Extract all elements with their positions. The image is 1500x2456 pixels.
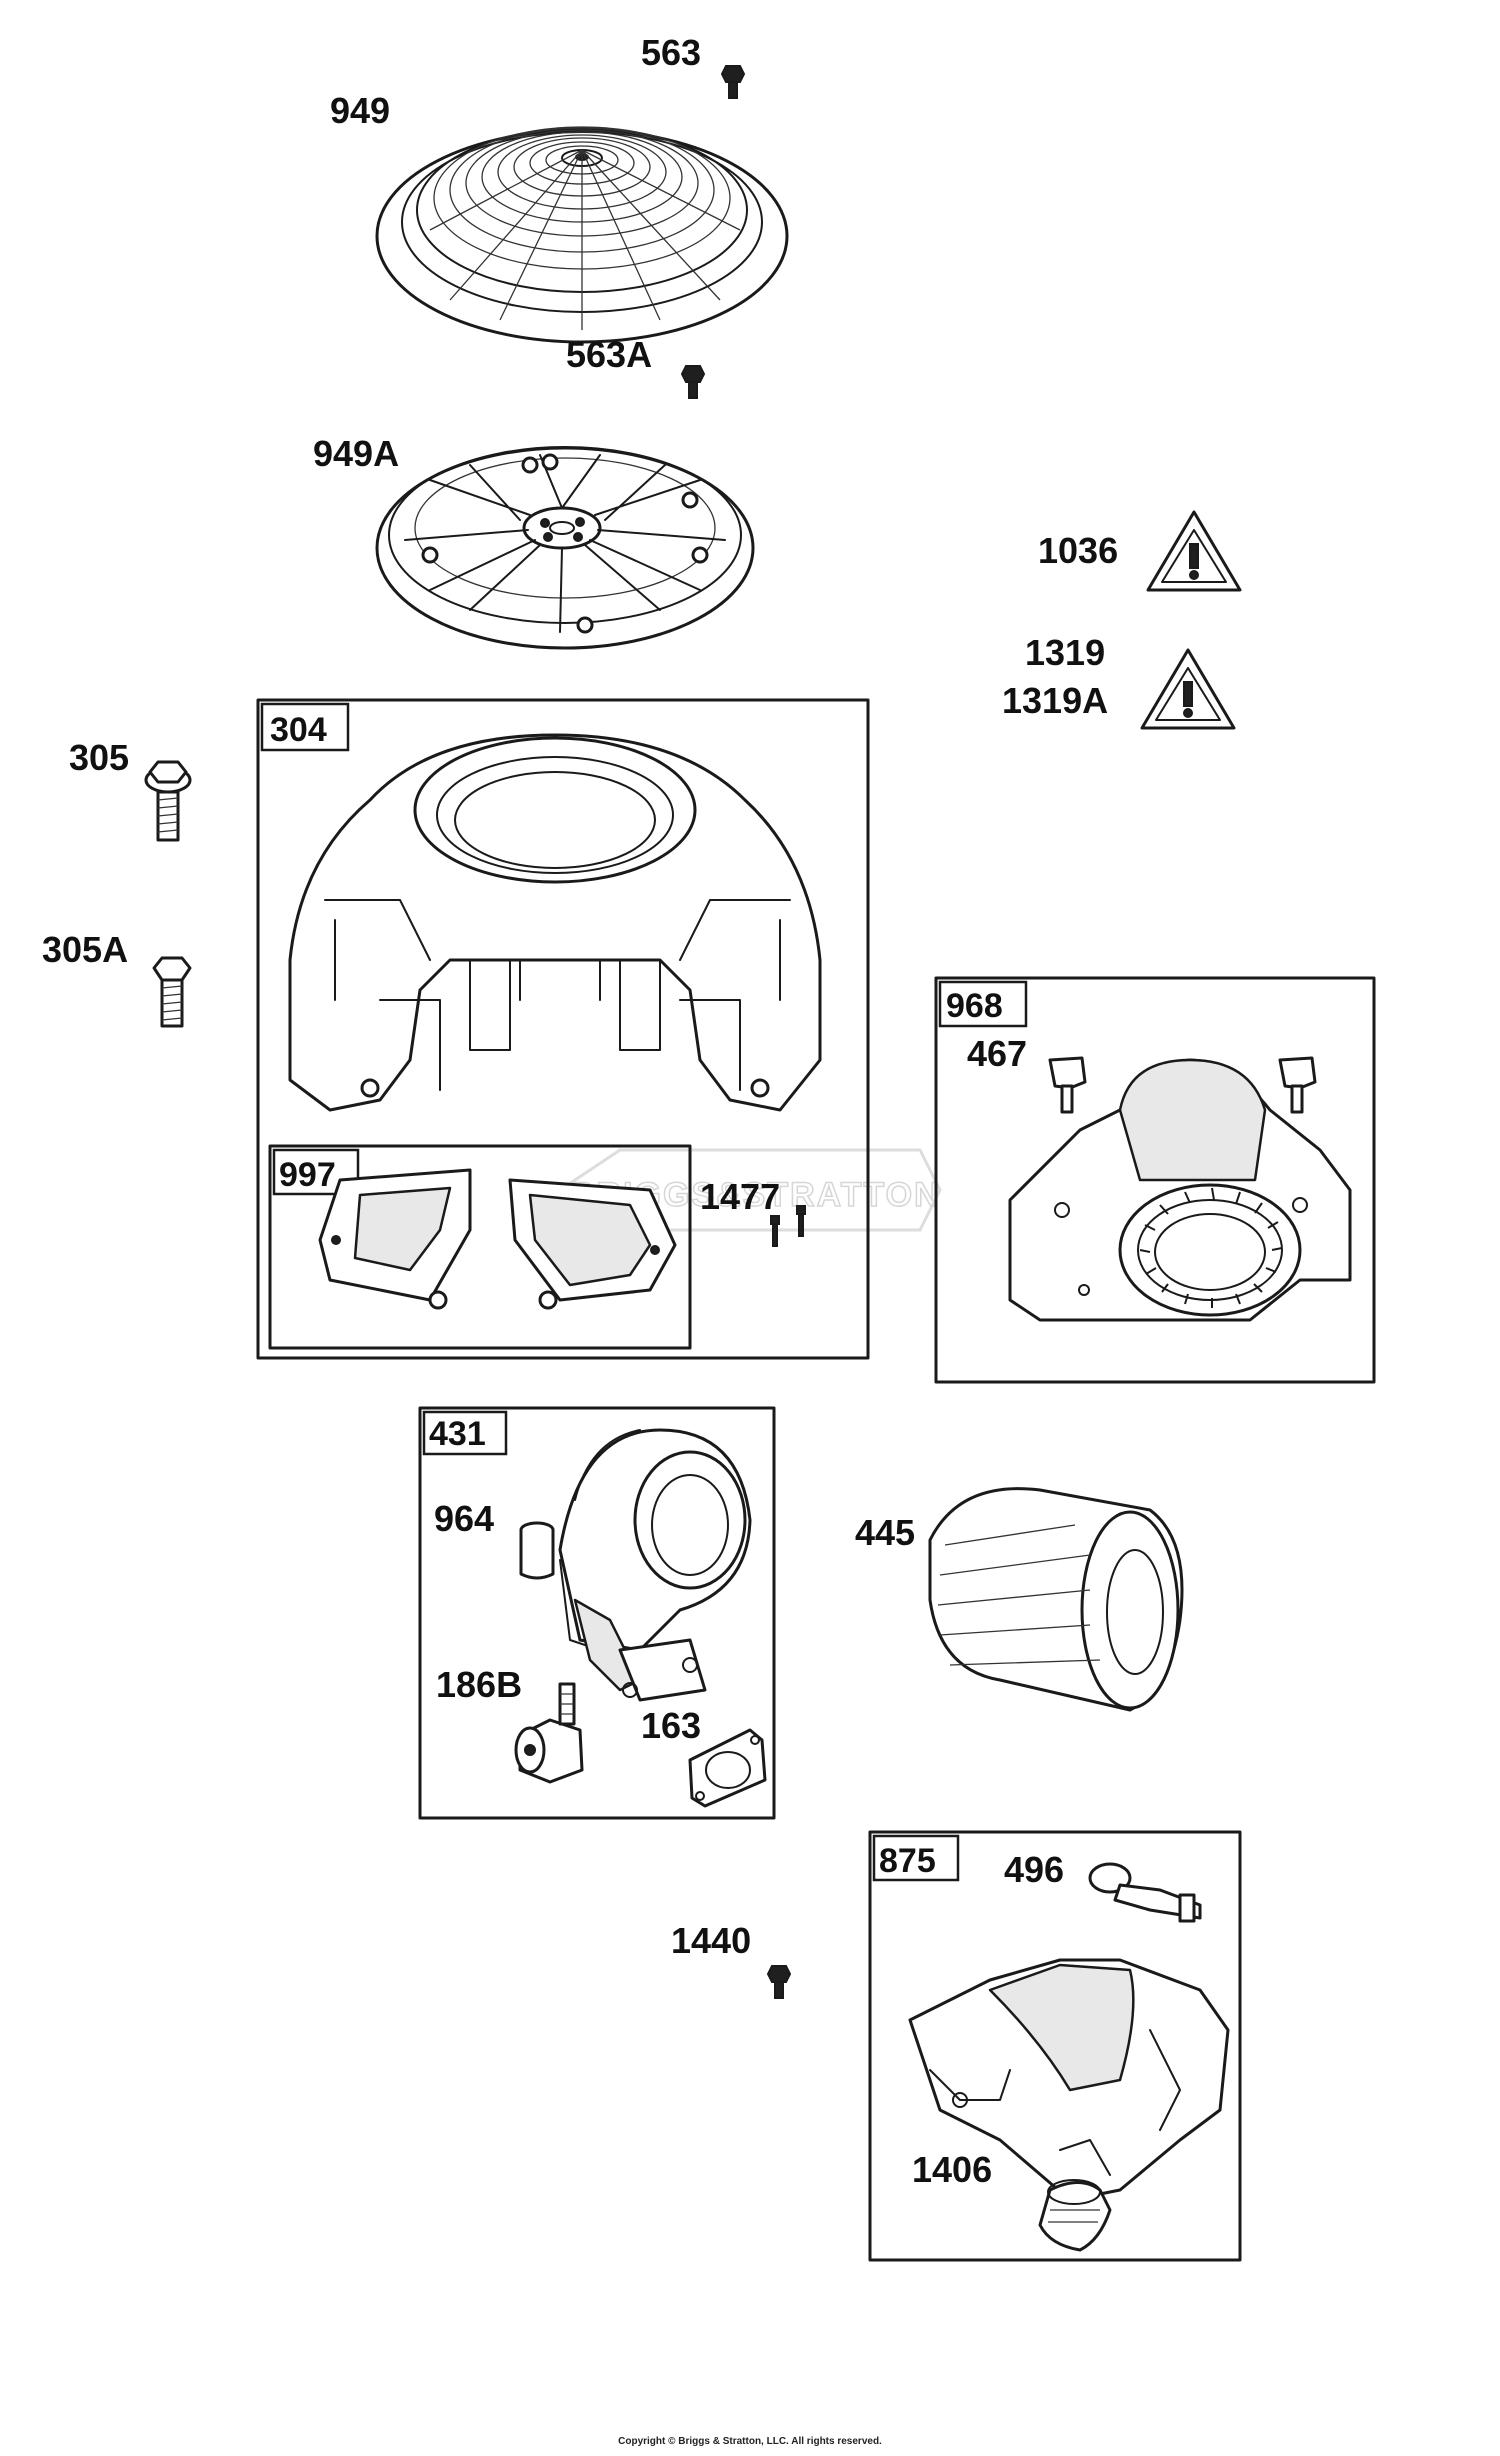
blower-housing [288, 733, 822, 1112]
part-label-949A: 949A [313, 433, 399, 474]
warning-triangle-icon [1140, 648, 1236, 730]
breather-186B [514, 1682, 584, 1784]
air-guide-left [318, 1168, 472, 1310]
knob-467-left [1048, 1056, 1087, 1114]
screw-1440 [766, 1965, 792, 1999]
part-label-163: 163 [641, 1705, 701, 1746]
part-label-949: 949 [330, 90, 390, 131]
air-cleaner-base [558, 1428, 752, 1702]
assembly-box-431 [418, 1406, 776, 1820]
gasket-163 [688, 1728, 767, 1808]
box-label-875: 875 [879, 1842, 936, 1880]
air-guide-right [508, 1178, 677, 1310]
screw-1477 [770, 1205, 806, 1247]
air-filter-445 [928, 1487, 1184, 1712]
fan-retainer-949A [375, 446, 755, 650]
part-label-563A: 563A [566, 334, 652, 375]
screw-563 [720, 65, 746, 99]
part-label-305A: 305A [42, 929, 128, 970]
part-label-1319A: 1319A [1002, 680, 1108, 721]
part-label-305: 305 [69, 737, 129, 778]
assembly-box-968 [934, 976, 1376, 1384]
part-label-186B: 186B [436, 1664, 522, 1705]
assembly-box-875 [868, 1830, 1242, 2262]
knob-467-right [1278, 1056, 1317, 1114]
elbow-1406 [1038, 2179, 1112, 2252]
bolt-305A [152, 956, 192, 1028]
part-label-445: 445 [855, 1512, 915, 1553]
warning-triangle-icon [1146, 510, 1242, 592]
part-label-1036: 1036 [1038, 530, 1118, 571]
part-label-563: 563 [641, 32, 701, 73]
clamp-496 [1088, 1862, 1202, 1923]
part-label-467: 467 [967, 1033, 1027, 1074]
part-label-496: 496 [1004, 1849, 1064, 1890]
bolt-305 [144, 760, 192, 842]
box-label-431: 431 [429, 1415, 486, 1453]
box-label-304: 304 [270, 711, 327, 749]
screw-563A [680, 365, 706, 399]
part-label-1406: 1406 [912, 2149, 992, 2190]
blower-screen-949 [375, 126, 789, 344]
assembly-box-304 [256, 698, 870, 1360]
intake-duct [908, 1958, 1230, 2202]
part-label-1319: 1319 [1025, 632, 1105, 673]
part-label-964: 964 [434, 1498, 494, 1539]
box-label-997: 997 [279, 1156, 336, 1194]
part-label-1477: 1477 [700, 1176, 780, 1217]
air-cleaner-cover [1008, 1058, 1352, 1322]
box-label-968: 968 [946, 987, 1003, 1025]
bushing-964 [519, 1521, 555, 1580]
copyright-notice: Copyright © Briggs & Stratton, LLC. All … [618, 2436, 882, 2447]
part-label-1440: 1440 [671, 1920, 751, 1961]
